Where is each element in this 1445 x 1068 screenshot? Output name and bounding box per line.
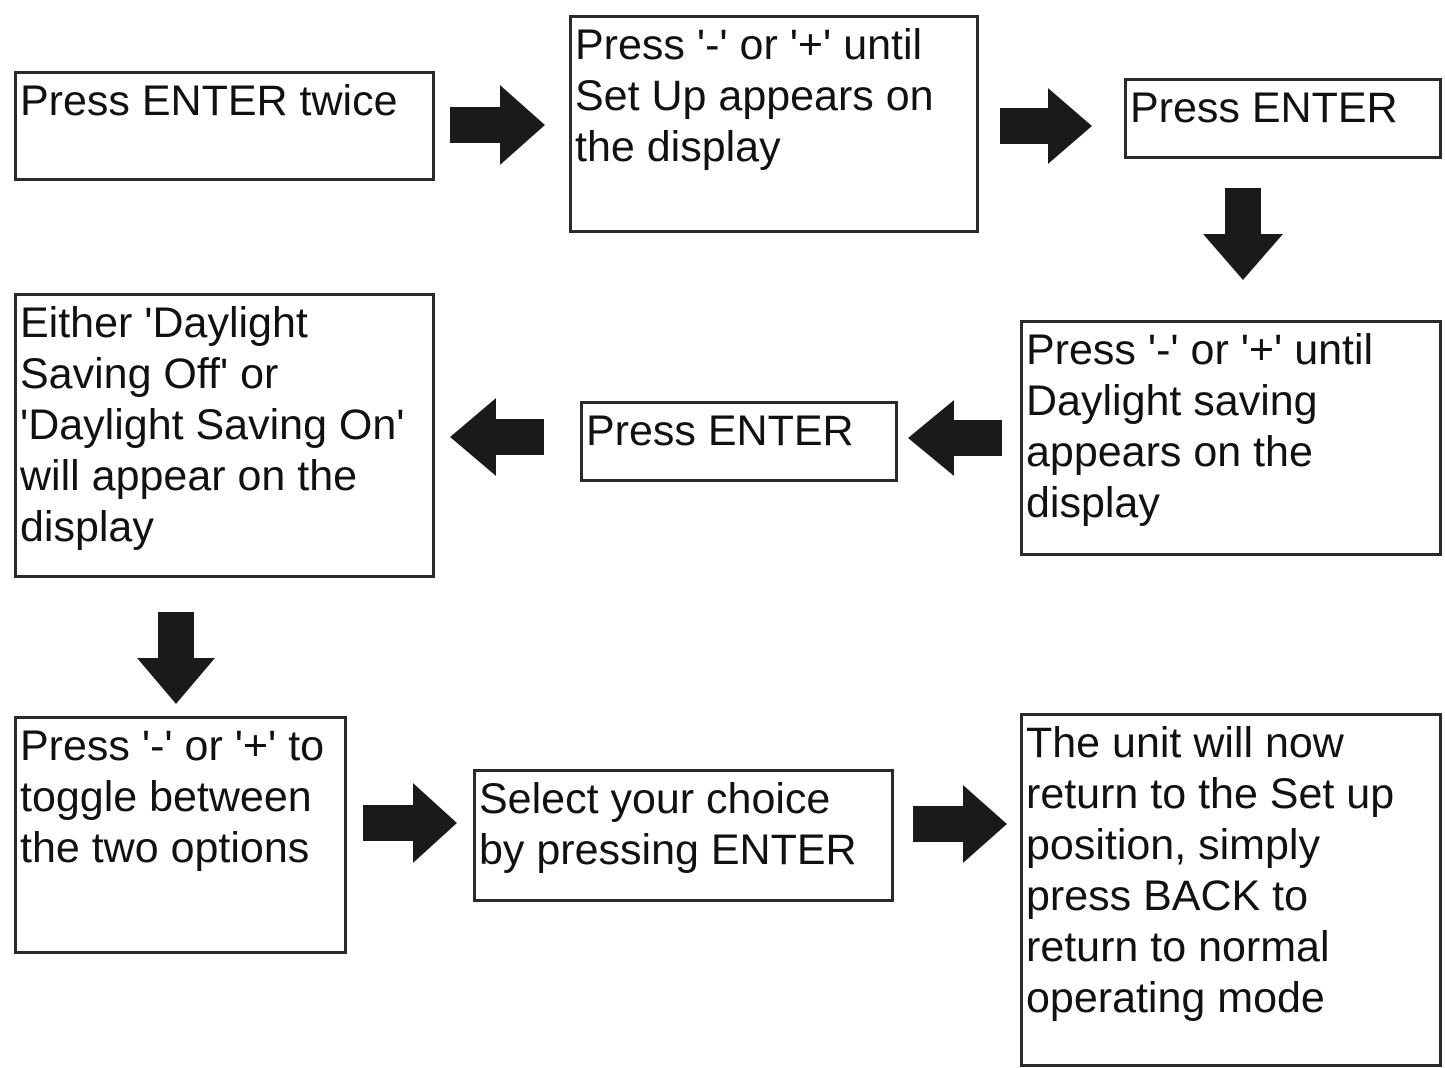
step-press-enter-setup: Press ENTER — [1124, 78, 1442, 159]
arrow-right-icon — [1000, 88, 1092, 164]
arrow-shape — [450, 85, 545, 165]
arrow-shape — [913, 785, 1007, 863]
arrow-shape — [1203, 188, 1283, 280]
step-select-daylight-saving: Press '-' or '+' until Daylight saving a… — [1020, 320, 1442, 556]
arrow-right-icon — [450, 85, 545, 165]
arrow-shape — [450, 398, 544, 476]
arrow-down-icon — [1203, 188, 1283, 280]
arrow-left-icon — [450, 398, 544, 476]
arrow-shape — [137, 612, 215, 704]
arrow-right-icon — [363, 783, 457, 863]
step-toggle-options: Press '-' or '+' to toggle between the t… — [14, 716, 347, 954]
arrow-right-icon — [913, 785, 1007, 863]
step-select-set-up: Press '-' or '+' until Set Up appears on… — [569, 15, 979, 233]
step-press-enter-daylight: Press ENTER — [580, 401, 898, 482]
step-daylight-saving-display: Either 'Daylight Saving Off' or 'Dayligh… — [14, 293, 435, 578]
arrow-down-icon — [137, 612, 215, 704]
arrow-shape — [908, 400, 1002, 476]
step-select-choice: Select your choice by pressing ENTER — [473, 769, 894, 902]
arrow-left-icon — [908, 400, 1002, 476]
arrow-shape — [1000, 88, 1092, 164]
step-return-to-normal: The unit will now return to the Set up p… — [1020, 713, 1442, 1067]
step-press-enter-twice: Press ENTER twice — [14, 71, 435, 181]
arrow-shape — [363, 783, 457, 863]
